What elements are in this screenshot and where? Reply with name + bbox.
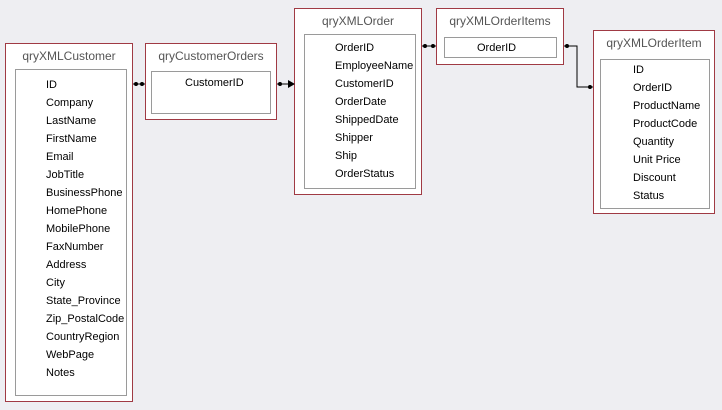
field-id[interactable]: ID: [633, 64, 644, 76]
field-businessphone[interactable]: BusinessPhone: [46, 187, 123, 199]
table-title-qryxmlorderitems[interactable]: qryXMLOrderItems: [449, 14, 551, 28]
field-city[interactable]: City: [46, 277, 65, 289]
table-qryxmlorderitems[interactable]: qryXMLOrderItems OrderID: [436, 8, 564, 65]
field-company[interactable]: Company: [46, 97, 94, 109]
field-id[interactable]: ID: [46, 79, 57, 91]
field-productname[interactable]: ProductName: [633, 100, 701, 112]
field-status[interactable]: Status: [633, 190, 665, 202]
field-orderid[interactable]: OrderID: [633, 82, 673, 94]
join-line-orderitems-orderitem[interactable]: [564, 44, 593, 89]
join-endpoint-dot: [278, 82, 282, 86]
field-orderstatus[interactable]: OrderStatus: [335, 168, 395, 180]
field-customerid[interactable]: CustomerID: [185, 77, 244, 89]
field-list-qryxmlorderitem[interactable]: ID OrderID ProductName ProductCode Quant…: [600, 59, 710, 209]
field-state-province[interactable]: State_Province: [46, 295, 121, 307]
join-endpoint-dot: [588, 85, 592, 89]
field-discount[interactable]: Discount: [633, 172, 676, 184]
field-list-qryxmlcustomer[interactable]: ID Company LastName FirstName Email JobT…: [15, 69, 127, 396]
field-orderid[interactable]: OrderID: [477, 42, 517, 54]
join-endpoint-dot: [140, 82, 144, 86]
field-employeename[interactable]: EmployeeName: [335, 60, 414, 72]
field-orderdate[interactable]: OrderDate: [335, 96, 387, 108]
table-title-qryxmlorderitem[interactable]: qryXMLOrderItem: [606, 36, 702, 50]
join-endpoint-dot: [134, 82, 138, 86]
table-qryxmlorderitem[interactable]: qryXMLOrderItem ID OrderID ProductName P…: [593, 30, 715, 214]
join-line-order-orderitems[interactable]: [422, 44, 436, 48]
field-email[interactable]: Email: [46, 151, 74, 163]
join-endpoint-dot: [431, 44, 435, 48]
field-productcode[interactable]: ProductCode: [633, 118, 698, 130]
field-quantity[interactable]: Quantity: [633, 136, 674, 148]
field-notes[interactable]: Notes: [46, 367, 75, 379]
field-homephone[interactable]: HomePhone: [46, 205, 108, 217]
field-address[interactable]: Address: [46, 259, 87, 271]
field-webpage[interactable]: WebPage: [46, 349, 95, 361]
field-shippeddate[interactable]: ShippedDate: [335, 114, 399, 126]
field-jobtitle[interactable]: JobTitle: [46, 169, 85, 181]
field-countryregion[interactable]: CountryRegion: [46, 331, 120, 343]
field-customerid[interactable]: CustomerID: [335, 78, 394, 90]
field-firstname[interactable]: FirstName: [46, 133, 97, 145]
table-qryxmlorder[interactable]: qryXMLOrder OrderID EmployeeName Custome…: [294, 8, 422, 195]
join-line-customer-orders[interactable]: [133, 82, 145, 86]
table-title-qryxmlorder[interactable]: qryXMLOrder: [321, 14, 395, 28]
join-arrow-icon: [288, 80, 295, 88]
join-endpoint-dot: [565, 44, 569, 48]
field-lastname[interactable]: LastName: [46, 115, 97, 127]
table-title-qryxmlcustomer[interactable]: qryXMLCustomer: [22, 49, 116, 63]
field-zip-postalcode[interactable]: Zip_PostalCode: [46, 313, 125, 325]
join-endpoint-dot: [423, 44, 427, 48]
table-title-qrycustomerorders[interactable]: qryCustomerOrders: [158, 49, 264, 63]
table-qrycustomerorders[interactable]: qryCustomerOrders CustomerID: [145, 43, 277, 120]
field-shipper[interactable]: Shipper: [335, 132, 373, 144]
field-list-qryxmlorder[interactable]: OrderID EmployeeName CustomerID OrderDat…: [304, 34, 416, 189]
field-faxnumber[interactable]: FaxNumber: [46, 241, 104, 253]
field-unit-price[interactable]: Unit Price: [633, 154, 681, 166]
field-mobilephone[interactable]: MobilePhone: [46, 223, 111, 235]
field-orderid[interactable]: OrderID: [335, 42, 375, 54]
field-ship[interactable]: Ship: [335, 150, 358, 162]
field-list-qryxmlorderitems[interactable]: OrderID: [444, 37, 557, 58]
join-line-segment[interactable]: [564, 45, 593, 88]
field-list-qrycustomerorders[interactable]: CustomerID: [151, 71, 271, 114]
join-line-orders-order[interactable]: [277, 80, 295, 88]
table-qryxmlcustomer[interactable]: qryXMLCustomer ID Company LastName First…: [5, 43, 133, 402]
